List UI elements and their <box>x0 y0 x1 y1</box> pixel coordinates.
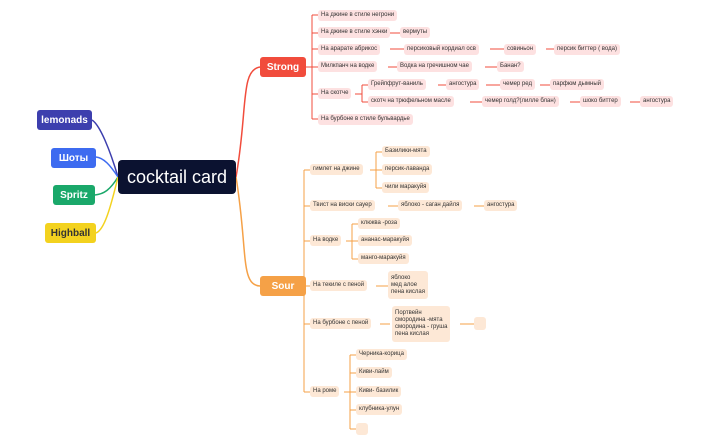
strong-ararat-cordial[interactable]: персиковый кордиал осв <box>404 44 479 55</box>
sour-vodka-cranberry[interactable]: клюква -роза <box>358 218 401 229</box>
strong-milkpunch-banana[interactable]: Банан? <box>497 61 524 72</box>
sour-vodka[interactable]: На водке <box>310 235 342 246</box>
topic-shots[interactable]: Шоты <box>51 148 96 168</box>
strong-scotch-choco[interactable]: шоко биттер <box>580 96 621 107</box>
strong-scotch-angostura[interactable]: ангостура <box>446 79 480 90</box>
topic-lemonads[interactable]: lemonads <box>37 110 92 130</box>
sour-rum-kiwi-lime[interactable]: Киви-лайм <box>356 367 392 378</box>
sour-gimlet[interactable]: гимлет на джине <box>310 164 363 175</box>
sour-tequila-mix[interactable]: яблоко мед алое пена кислая <box>388 271 428 299</box>
strong-negroni[interactable]: На джине в стиле негрони <box>318 10 398 21</box>
strong-scotch-grapefruit[interactable]: Грейпфрут-ваниль <box>368 79 426 90</box>
strong-boulevardier[interactable]: На бурбоне в стиле бульвардье <box>318 114 413 125</box>
topic-spritz[interactable]: Spritz <box>53 185 95 205</box>
strong-scotch-angostura-2[interactable]: ангостура <box>640 96 674 107</box>
strong-ararat[interactable]: На арарате абрикос <box>318 44 381 55</box>
strong-scotch-gold[interactable]: чемер голд?(лилле блан) <box>482 96 559 107</box>
sour-twist[interactable]: Твист на виски сауер <box>310 200 375 211</box>
sour-tequila[interactable]: На текиле с пеной <box>310 280 368 291</box>
sour-twist-angostura[interactable]: ангостура <box>484 200 518 211</box>
strong-scotch-red[interactable]: чемер ред <box>500 79 535 90</box>
strong-ararat-bitter[interactable]: персик биттер ( вода) <box>554 44 620 55</box>
strong-scotch[interactable]: На скотче <box>318 88 352 99</box>
sour-bourbon-empty[interactable] <box>474 317 486 330</box>
sour-bourbon[interactable]: На бурбоне с пеной <box>310 318 372 329</box>
strong-scotch-truffle[interactable]: скотч на трюфельном масле <box>368 96 454 107</box>
strong-scotch-smoke[interactable]: парфюм дымный <box>550 79 604 90</box>
sour-gimlet-chili[interactable]: чили маракуйя <box>382 182 430 193</box>
sour-rum-strawberry[interactable]: клубника-улун <box>356 404 403 415</box>
strong-ararat-sauvignon[interactable]: совиньон <box>504 44 537 55</box>
sour-vodka-pineapple[interactable]: ананас-маракуйя <box>358 235 413 246</box>
sour-twist-apple[interactable]: яблоко - саган дайля <box>398 200 463 211</box>
central-topic[interactable]: cocktail card <box>118 160 236 194</box>
sour-bourbon-mix[interactable]: Портвейн смородина -мята смородина - гру… <box>392 306 451 342</box>
topic-strong[interactable]: Strong <box>260 57 306 77</box>
topic-highball[interactable]: Highball <box>45 223 96 243</box>
sour-rum-empty[interactable] <box>356 423 368 435</box>
topic-sour[interactable]: Sour <box>260 276 306 296</box>
sour-rum-kiwi-basil[interactable]: Киви- базилик <box>356 386 402 397</box>
strong-hanky-vermouth[interactable]: вермуты <box>400 27 431 38</box>
strong-milkpunch-vodka[interactable]: Водка на гречишном чае <box>397 61 472 72</box>
sour-vodka-mango[interactable]: манго-маракуйя <box>358 253 409 264</box>
sour-gimlet-basil[interactable]: Базилики-мята <box>382 146 430 157</box>
sour-rum[interactable]: На роме <box>310 386 340 397</box>
sour-rum-cherry[interactable]: Черника-корица <box>356 349 407 360</box>
strong-milkpunch[interactable]: Милкпанч на водке <box>318 61 378 72</box>
sour-gimlet-persimmon[interactable]: персик-лаванда <box>382 164 433 175</box>
strong-hanky[interactable]: На джине в стиле хэнки <box>318 27 391 38</box>
